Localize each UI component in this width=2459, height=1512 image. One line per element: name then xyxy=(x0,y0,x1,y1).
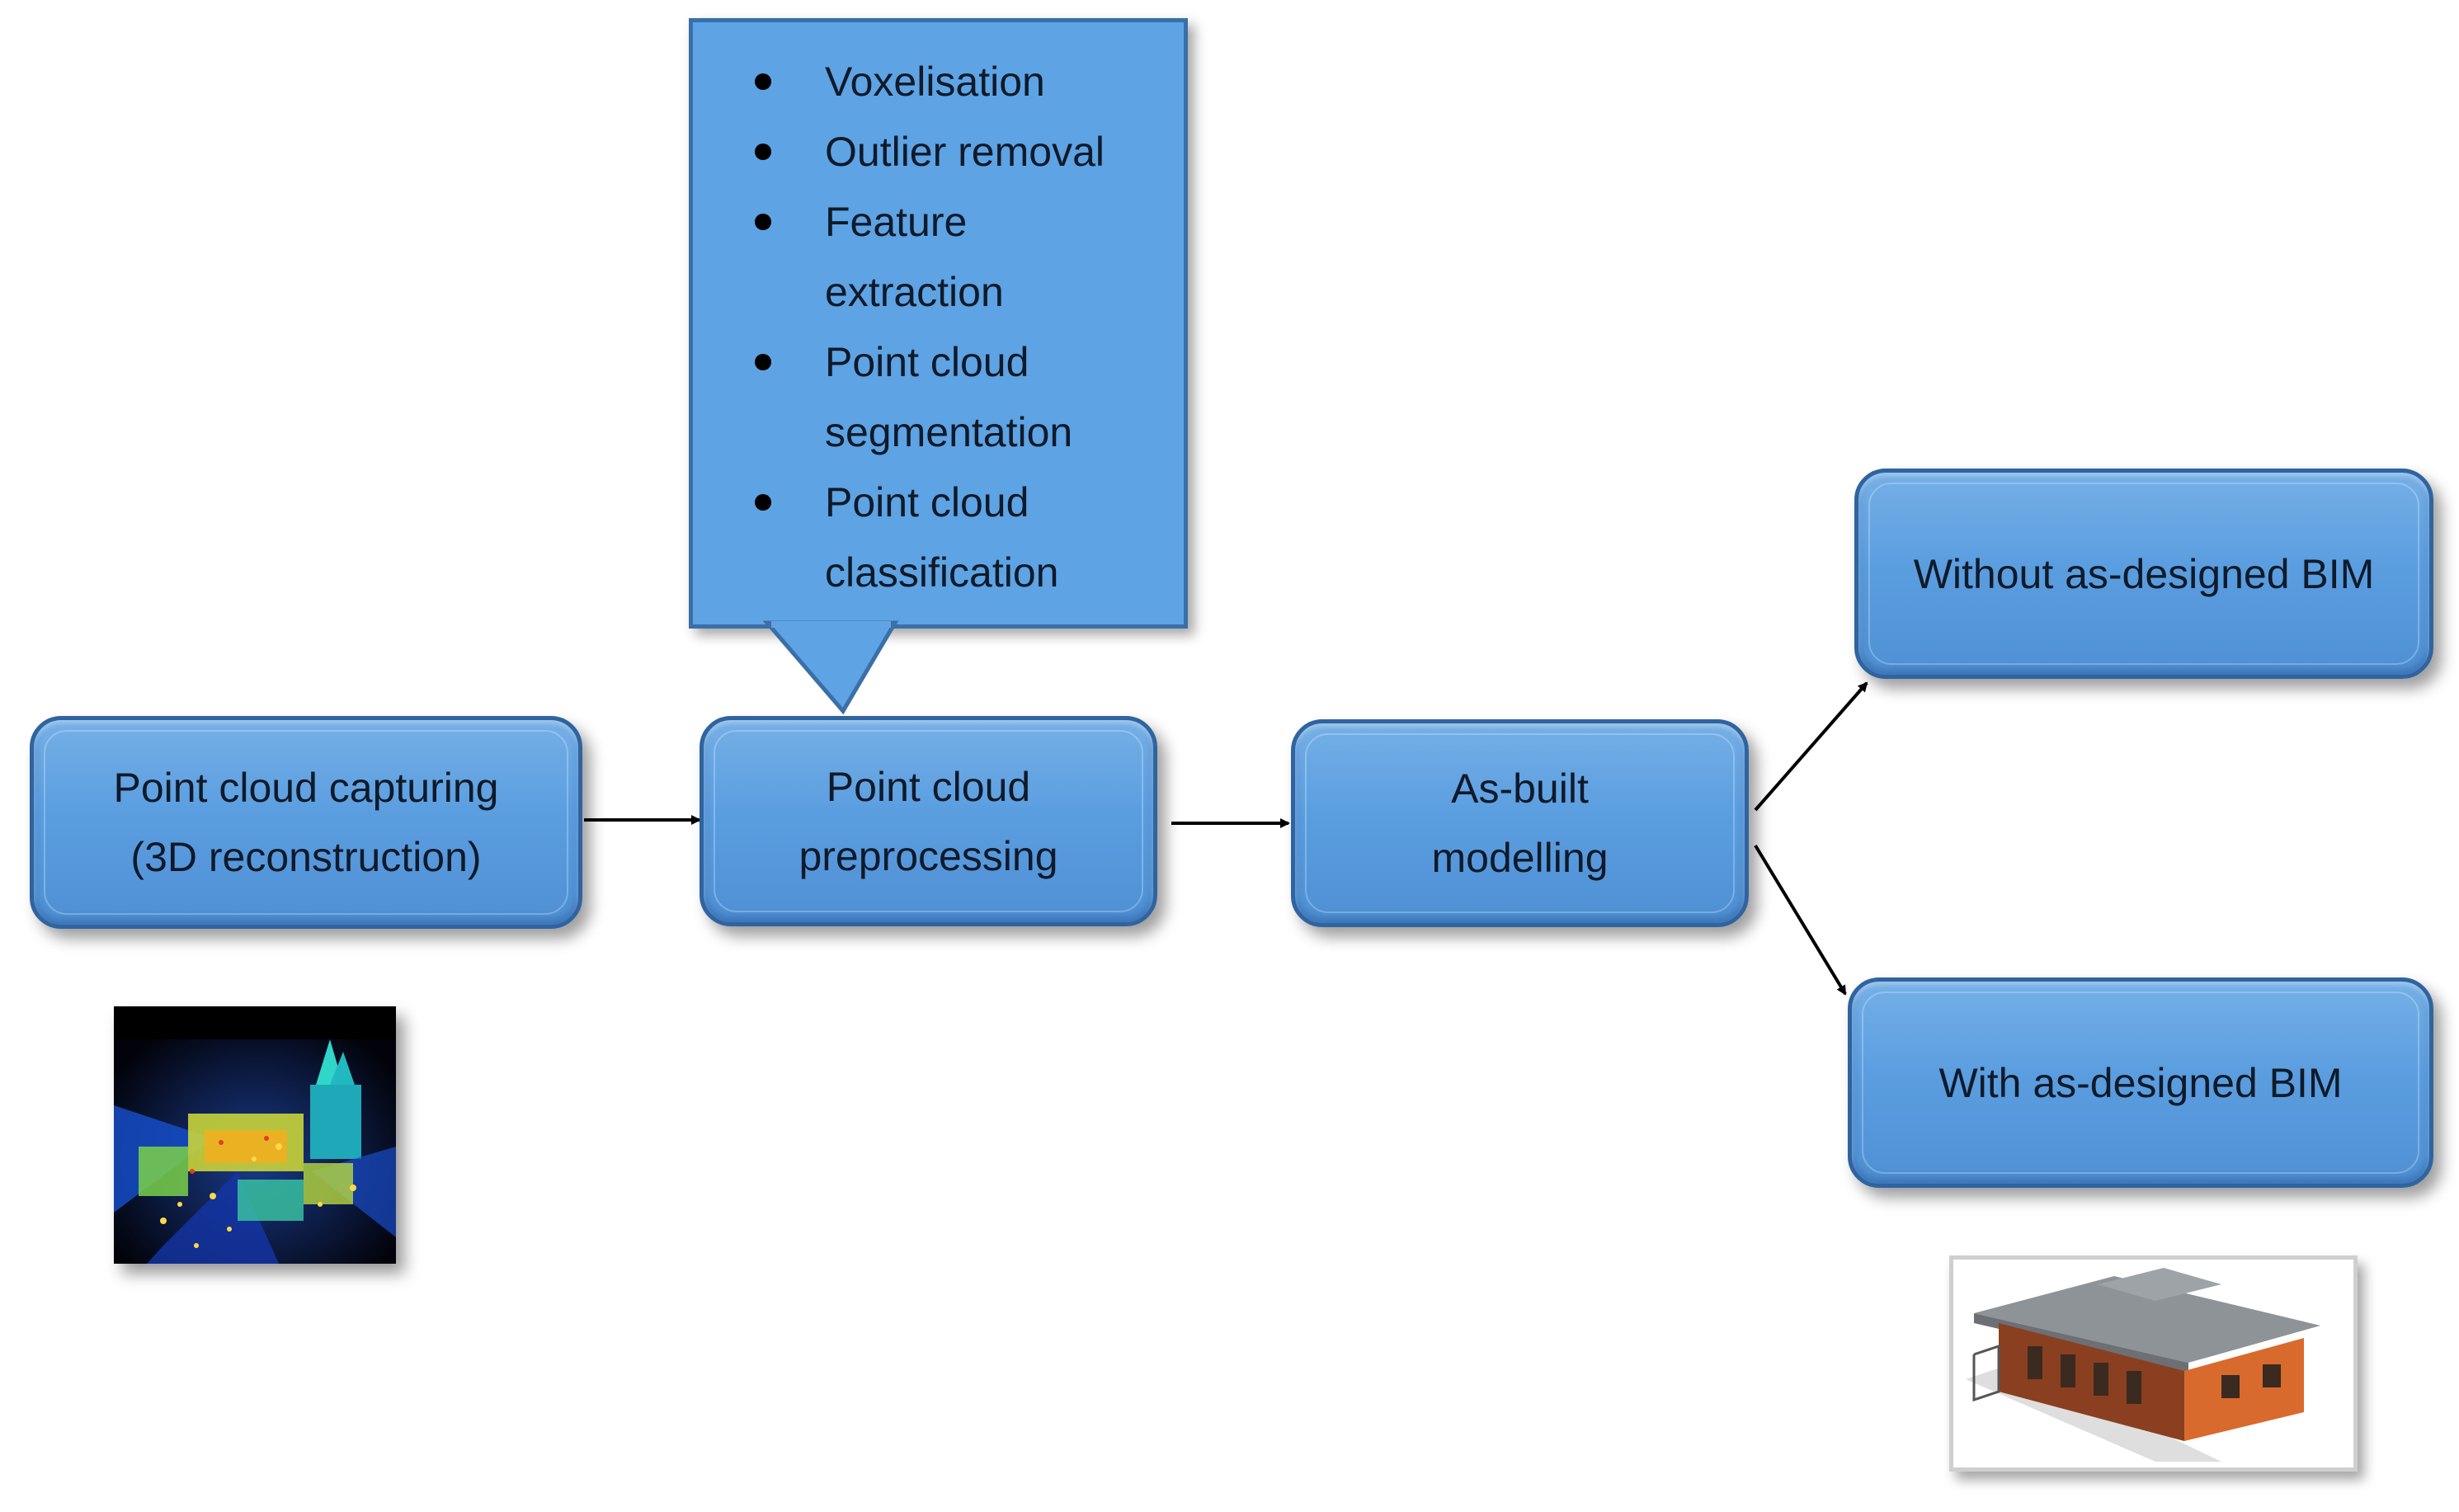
point-cloud-preprocessing-label: Point cloud preprocessing xyxy=(798,763,1058,879)
arrow-asbuilt-to-with xyxy=(1754,844,1847,996)
bim-building-model-image xyxy=(1949,1255,2358,1472)
preprocessing-step-item: Feature extraction xyxy=(718,187,1175,327)
arrow-asbuilt-to-without xyxy=(1754,681,1868,812)
as-built-modelling-box: As-built modelling xyxy=(1291,719,1749,927)
with-as-designed-bim-box: With as-designed BIM xyxy=(1848,977,2433,1188)
bullet-icon xyxy=(755,494,771,511)
point-cloud-preprocessing-box: Point cloud preprocessing xyxy=(700,716,1157,926)
point-cloud-capturing-label: Point cloud capturing (3D reconstruction… xyxy=(113,765,499,880)
preprocessing-step-label: Point cloud segmentation xyxy=(825,339,1073,455)
preprocessing-step-label: Feature extraction xyxy=(825,199,1004,315)
preprocessing-step-label: Point cloud classification xyxy=(825,479,1059,596)
preprocessing-step-item: Point cloud segmentation xyxy=(718,327,1175,468)
preprocessing-step-item: Voxelisation xyxy=(718,47,1175,117)
without-as-designed-bim-label: Without as-designed BIM xyxy=(1913,550,2375,597)
bullet-icon xyxy=(755,214,771,230)
preprocessing-step-item: Outlier removal xyxy=(718,117,1175,187)
preprocessing-step-label: Voxelisation xyxy=(825,59,1045,105)
as-built-modelling-label: As-built modelling xyxy=(1431,765,1609,881)
preprocessing-step-label: Outlier removal xyxy=(825,129,1105,175)
bullet-icon xyxy=(755,354,771,370)
bullet-icon xyxy=(755,144,771,160)
bullet-icon xyxy=(755,73,771,90)
point-cloud-scan-image xyxy=(114,1006,396,1264)
without-as-designed-bim-box: Without as-designed BIM xyxy=(1854,469,2433,679)
preprocessing-step-item: Point cloud classification xyxy=(718,468,1175,608)
point-cloud-capturing-box: Point cloud capturing (3D reconstruction… xyxy=(30,716,582,929)
with-as-designed-bim-label: With as-designed BIM xyxy=(1938,1059,2343,1106)
